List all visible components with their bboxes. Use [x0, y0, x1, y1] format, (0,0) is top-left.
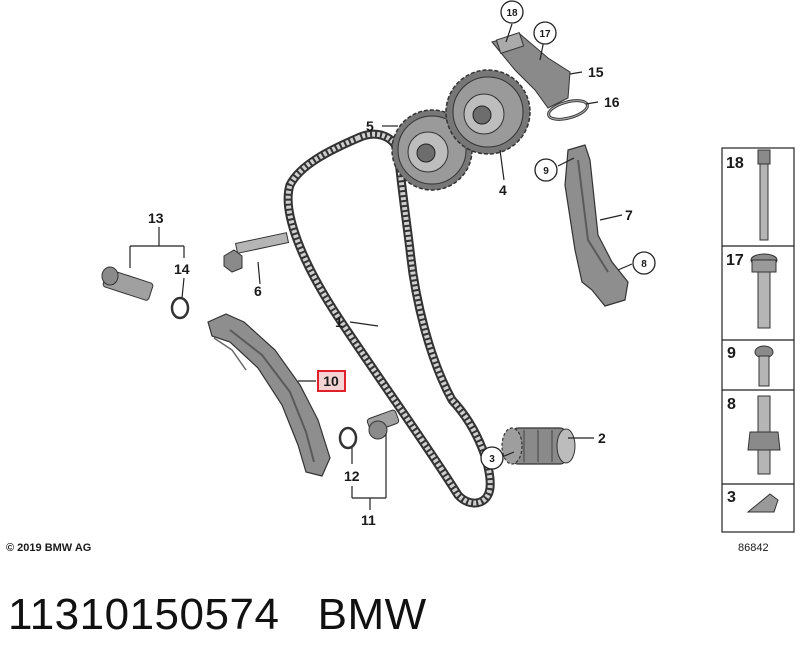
bolt-6	[223, 232, 290, 273]
footer-caption: 11310150574 BMW	[8, 590, 427, 640]
bracket-assembly	[491, 32, 589, 121]
callout-18: 18	[506, 8, 518, 19]
sidebar-item-18-label: 18	[726, 155, 744, 172]
part-number: 11310150574	[8, 590, 280, 639]
callout-6: 6	[254, 283, 262, 299]
callout-15: 15	[588, 64, 604, 80]
copyright-notice: © 2019 BMW AG	[6, 542, 92, 554]
bolt-17-icon	[750, 253, 778, 329]
sidebar-parts-list: 18 17 9 8 3	[721, 147, 795, 533]
camshaft-sprocket-right	[445, 69, 531, 155]
callout-labels: 18 17 15 16 5 4 9 7 8 1 6 13 14 10 2 3 1…	[148, 0, 656, 528]
callout-7: 7	[625, 207, 633, 223]
callout-2: 2	[598, 430, 606, 446]
callout-13: 13	[148, 210, 164, 226]
callout-14: 14	[174, 261, 190, 277]
timing-chain	[283, 129, 495, 508]
sidebar-item-3-label: 3	[727, 489, 736, 506]
reference-number: 86842	[738, 542, 769, 554]
slide-rail	[564, 144, 629, 307]
sidebar-item-17-label: 17	[726, 252, 744, 269]
sidebar-item-8-label: 8	[727, 396, 736, 413]
highlight-box	[317, 370, 346, 392]
tensioner-plug	[101, 266, 190, 320]
tensioner-rail	[207, 313, 331, 477]
brand-name: BMW	[317, 590, 427, 639]
callout-3: 3	[489, 454, 495, 465]
callout-11: 11	[361, 512, 376, 528]
crankshaft-sprocket	[501, 427, 576, 465]
callout-17: 17	[539, 29, 551, 40]
screw-9-icon	[754, 345, 774, 387]
woodruff-key-3-icon	[746, 493, 779, 513]
callout-10: 10	[323, 373, 339, 389]
callout-16: 16	[604, 94, 620, 110]
leader-lines	[129, 23, 633, 510]
chain-tensioner	[338, 409, 400, 450]
callout-12: 12	[344, 468, 360, 484]
callout-8: 8	[641, 259, 647, 270]
callout-1: 1	[335, 314, 343, 330]
stud-bolt-8-icon	[747, 395, 781, 475]
sidebar-item-9-label: 9	[727, 345, 736, 362]
callout-5: 5	[366, 118, 374, 134]
callout-9: 9	[543, 166, 549, 177]
callout-4: 4	[499, 182, 507, 198]
bolt-18-icon	[757, 149, 771, 241]
